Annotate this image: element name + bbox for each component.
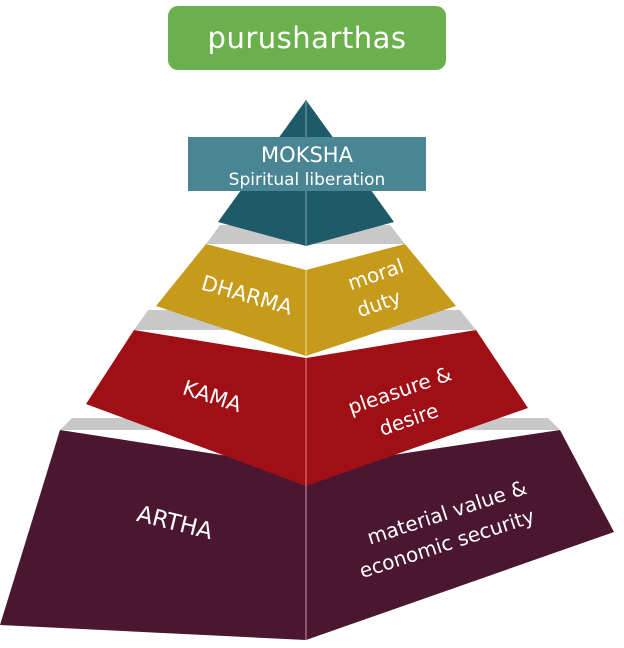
dharma-left-face <box>156 244 306 356</box>
artha-right-face <box>306 430 614 640</box>
tier-moksha: MOKSHA Spiritual liberation <box>188 100 426 246</box>
tier-artha: ARTHA material value & economic security <box>0 418 614 640</box>
moksha-meaning: Spiritual liberation <box>229 170 386 190</box>
diagram-title: purusharthas <box>207 21 407 55</box>
moksha-name: MOKSHA <box>261 143 354 167</box>
kama-right-face <box>306 330 528 486</box>
dharma-right-face <box>306 244 456 356</box>
title-badge: purusharthas <box>168 6 446 70</box>
kama-left-face <box>86 330 306 486</box>
moksha-label-box <box>188 137 426 191</box>
artha-left-face <box>0 430 306 640</box>
tier-dharma: DHARMA moral duty <box>156 225 456 356</box>
